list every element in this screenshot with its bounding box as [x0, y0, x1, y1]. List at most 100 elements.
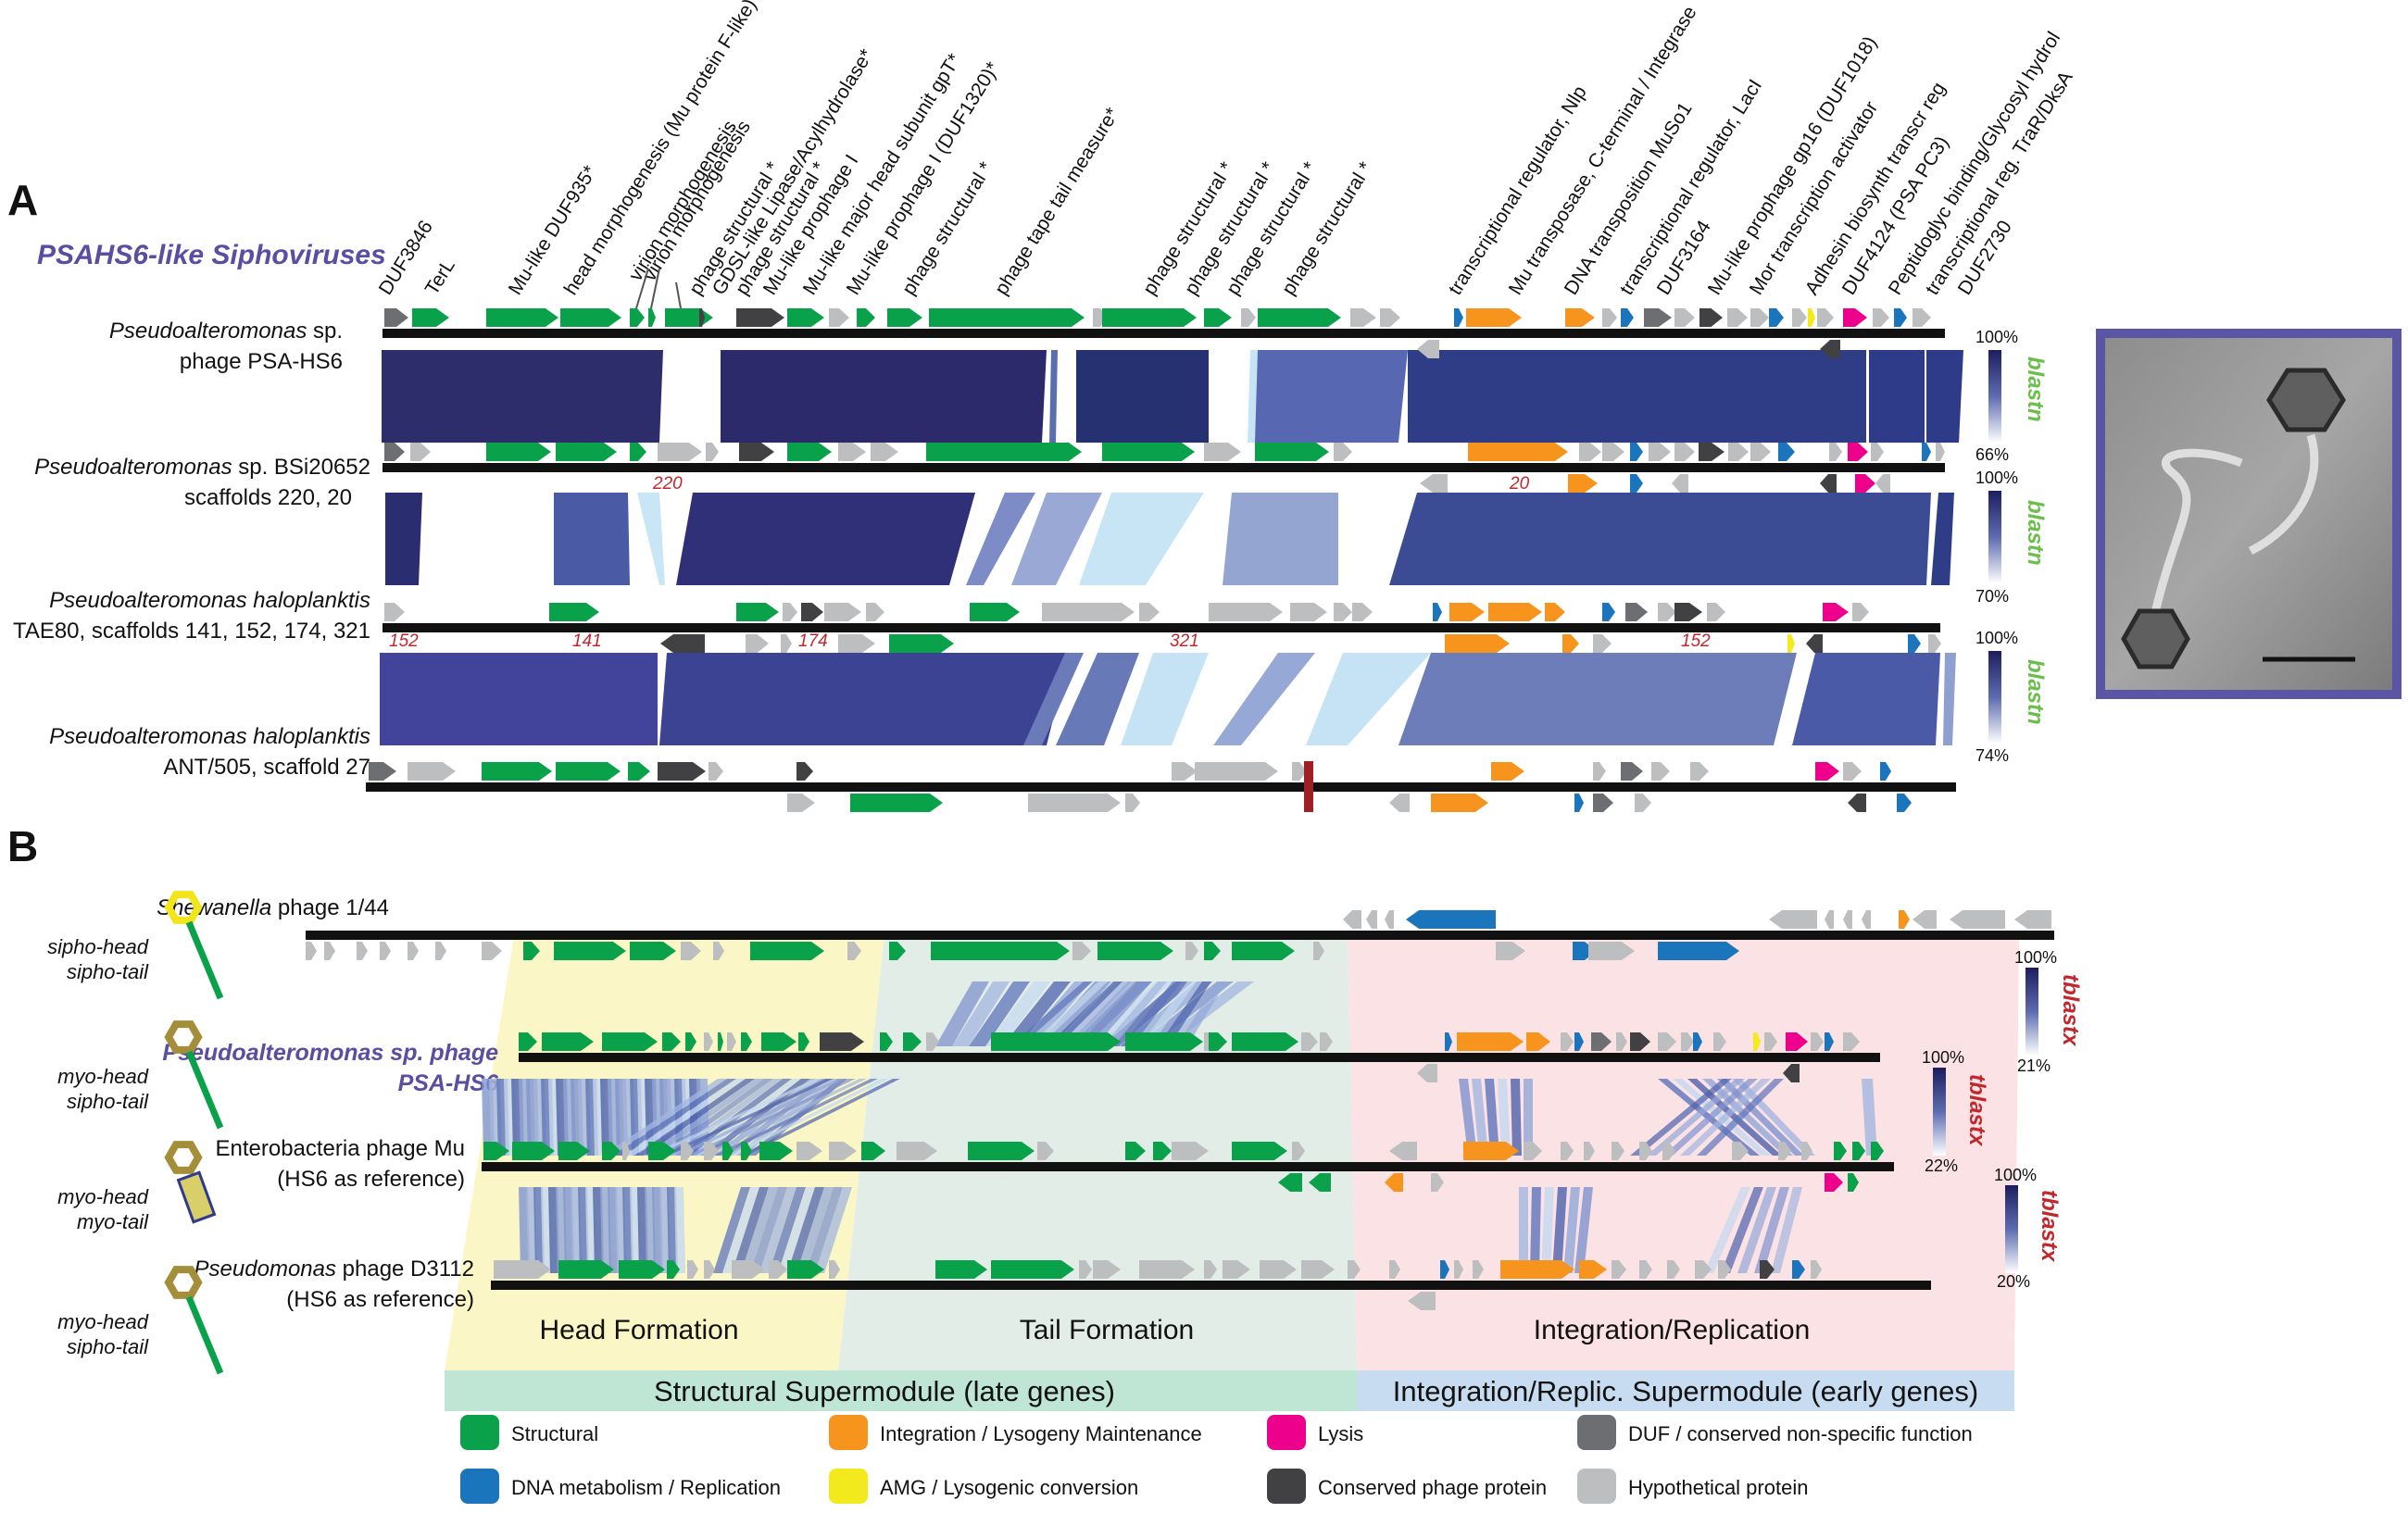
tblastx-link	[613, 1079, 736, 1156]
gene-arrow	[1468, 443, 1568, 461]
gene-arrow	[781, 634, 792, 653]
tblastx-link	[787, 1187, 824, 1273]
legend-label: Hypothetical protein	[1628, 1476, 1808, 1499]
gene-arrow	[648, 308, 656, 327]
genome-backbone	[519, 1053, 1880, 1062]
gene-arrow	[1732, 1142, 1749, 1160]
gene-arrow	[658, 762, 706, 781]
similarity-block	[659, 653, 1070, 745]
gene-arrow	[1431, 794, 1488, 812]
genome-label-bsi20652: Pseudoalteromonas sp. BSi20652 scaffolds…	[34, 455, 370, 510]
gene-arrow	[1829, 443, 1842, 461]
morph-head-label: myo-head	[57, 1065, 149, 1088]
tblastx-link	[661, 1079, 834, 1156]
gene-arrow	[1848, 1173, 1859, 1192]
gene-arrow	[1848, 443, 1868, 461]
svg-text:scaffolds 220, 20: scaffolds 220, 20	[184, 485, 352, 510]
tblastx-link	[1647, 1079, 1745, 1156]
tblastx-link	[602, 1079, 727, 1156]
gene-arrow	[687, 1260, 698, 1279]
gene-arrow	[1574, 1032, 1584, 1051]
panel-a-letter: A	[7, 176, 38, 224]
tblastx-link	[1771, 1187, 1802, 1273]
gene-arrow	[1454, 1260, 1463, 1279]
svg-text:blastn: blastn	[2023, 659, 2048, 725]
similarity-block	[1408, 350, 1866, 443]
gene-arrow	[1630, 443, 1643, 461]
similarity-block	[1121, 653, 1209, 745]
gene-arrow	[1792, 308, 1807, 327]
tblastx-link	[700, 1079, 867, 1156]
similarity-block	[1023, 653, 1084, 745]
gene-arrow	[435, 942, 446, 960]
genome-backbone	[366, 782, 1956, 792]
tblastx-link	[1459, 1079, 1477, 1156]
gene-arrow	[1072, 942, 1091, 960]
legend-item: AMG / Lysogenic conversion	[829, 1469, 1138, 1504]
gene-arrow	[1389, 794, 1410, 812]
gene-arrow	[759, 1142, 793, 1160]
gene-arrow	[1449, 603, 1485, 621]
gene-arrow	[412, 308, 449, 327]
legend-swatch	[1267, 1415, 1306, 1450]
morph-head-label: myo-head	[57, 1185, 149, 1208]
gene-arrow	[1579, 443, 1601, 461]
gene-arrow	[761, 1032, 796, 1051]
svg-text:100%: 100%	[1994, 1166, 2037, 1184]
gene-arrow	[1102, 308, 1197, 327]
tblastx-link	[1552, 1187, 1567, 1273]
gene-arrow	[1258, 308, 1341, 327]
legend-label: Structural	[511, 1422, 598, 1445]
gene-arrow	[1417, 1064, 1437, 1082]
legend-swatch	[829, 1469, 868, 1504]
gene-arrow	[1922, 443, 1931, 461]
gene-arrow	[384, 443, 405, 461]
svg-text:74%: 74%	[1975, 746, 2009, 765]
similarity-block	[1056, 653, 1139, 745]
gene-arrow	[713, 942, 724, 960]
tblastx-link	[750, 1187, 787, 1273]
similarity-block	[637, 493, 665, 585]
gene-arrow	[1408, 1292, 1436, 1310]
gene-arrow	[1389, 1142, 1417, 1160]
gene-arrow	[1204, 1260, 1217, 1279]
gene-arrow	[482, 942, 502, 960]
gene-arrow	[1908, 634, 1921, 653]
gene-arrow	[1823, 603, 1849, 621]
genome-label-ant505: Pseudoalteromonas haloplanktis ANT/505, …	[49, 724, 370, 780]
gene-arrow	[1621, 762, 1643, 781]
gene-label: TerL	[421, 256, 459, 299]
tblastx-link	[1176, 982, 1226, 1046]
gene-arrow	[1491, 762, 1524, 781]
similarity-block	[1792, 653, 1940, 745]
gene-arrow	[665, 308, 713, 327]
gene-arrow	[796, 762, 813, 781]
gene-arrow	[1681, 1032, 1694, 1051]
gene-arrow	[929, 308, 1085, 327]
gene-arrow	[1079, 1260, 1092, 1279]
blastn-scale-2: 100% 70% blastn	[1975, 469, 2048, 606]
gene-arrow	[727, 1032, 736, 1051]
gene-arrow	[1769, 308, 1784, 327]
gene-arrow	[1385, 910, 1394, 929]
tblastx-scale-2: 100% 22% tblastx	[1922, 1048, 1989, 1175]
gene-arrow	[324, 942, 335, 960]
tblastx-link	[635, 1079, 755, 1156]
gene-arrow	[926, 1032, 939, 1051]
gene-arrow	[1778, 1142, 1791, 1160]
gene-arrow	[857, 308, 875, 327]
gene-arrow	[1301, 1032, 1318, 1051]
svg-text:152: 152	[389, 631, 419, 651]
tblastx-link	[1704, 1187, 1750, 1273]
gene-arrow	[494, 1260, 551, 1279]
gene-arrow	[1928, 634, 1941, 653]
tblastx-link	[713, 1079, 878, 1156]
svg-text:tblastx: tblastx	[1964, 1074, 1989, 1147]
gene-arrow	[542, 1032, 594, 1051]
gene-arrow	[1855, 474, 1875, 493]
gene-arrow	[1811, 1032, 1824, 1051]
gene-arrow	[783, 603, 797, 621]
gene-arrow	[558, 1142, 590, 1160]
